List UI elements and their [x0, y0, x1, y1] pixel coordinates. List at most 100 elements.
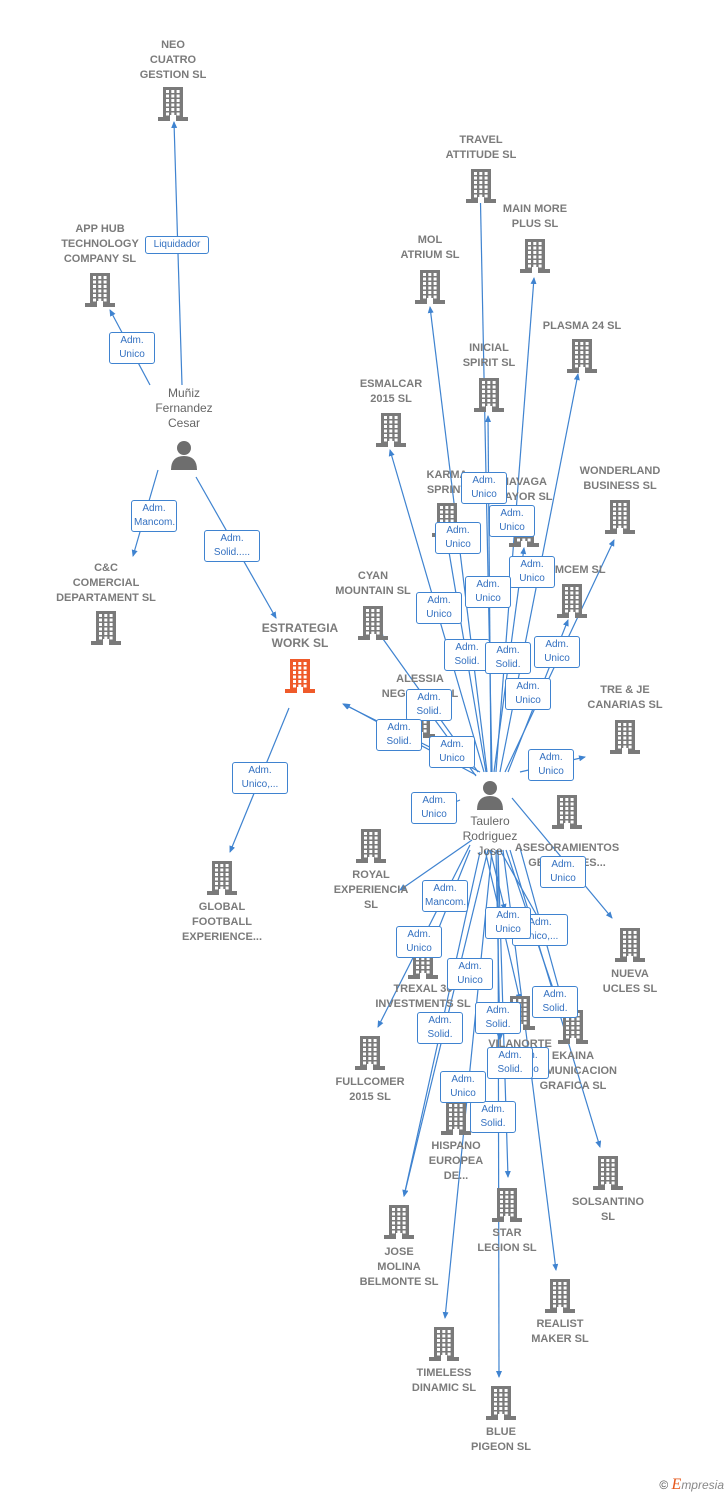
node-jose[interactable]: JOSE MOLINA BELMONTE SL: [334, 1205, 464, 1290]
node-global[interactable]: GLOBAL FOOTBALL EXPERIENCE...: [157, 861, 287, 945]
node-label: ESTRATEGIA WORK SL: [261, 621, 339, 650]
edge-role-label: Adm. Unico: [429, 736, 475, 768]
node-label: GLOBAL FOOTBALL EXPERIENCE...: [181, 900, 263, 943]
node-royal[interactable]: ROYAL EXPERIENCIA SL: [306, 829, 436, 913]
brand-name: mpresia: [681, 1478, 724, 1492]
building-icon: [424, 378, 554, 412]
building-icon: [565, 928, 695, 962]
edge-role-label: Adm. Unico: [540, 856, 586, 888]
node-label: TRE & JE CANARIAS SL: [587, 684, 663, 711]
node-label: NUEVA UCLES SL: [602, 968, 658, 995]
building-icon: [436, 1386, 566, 1420]
edge-role-label: Adm. Solid.: [444, 639, 490, 671]
node-label: TRAVEL ATTITUDE SL: [445, 134, 517, 161]
building-icon: [305, 1036, 435, 1070]
node-label: Taulero Rodriguez Jose: [462, 813, 518, 858]
node-label: ESMALCAR 2015 SL: [359, 378, 423, 405]
node-label: EKAINA COMUNICACION GRAFICA SL: [529, 1049, 617, 1092]
node-plasma[interactable]: PLASMA 24 SL: [517, 319, 647, 373]
node-trejecanarias[interactable]: TRE & JE CANARIAS SL: [560, 683, 690, 754]
node-esmalcar[interactable]: ESMALCAR 2015 SL: [326, 377, 456, 447]
edge-role-label: Adm. Unico: [416, 592, 462, 624]
node-travel[interactable]: TRAVEL ATTITUDE SL: [416, 133, 546, 203]
building-icon: [555, 500, 685, 534]
edge-taulero-22: [399, 839, 473, 891]
node-label: Muñiz Fernandez Cesar: [155, 385, 213, 430]
node-label: REALIST MAKER SL: [531, 1318, 589, 1345]
edge-role-label: Adm. Unico: [489, 505, 535, 537]
node-apphub[interactable]: APP HUB TECHNOLOGY COMPANY SL: [35, 222, 165, 307]
node-nueva[interactable]: NUEVA UCLES SL: [565, 928, 695, 997]
node-label: FULLCOMER 2015 SL: [335, 1076, 405, 1103]
building-icon: [502, 795, 632, 829]
person-icon: [425, 780, 555, 810]
edge-role-label: Adm. Unico,...: [232, 762, 288, 794]
node-label: KARMA SPRINT: [426, 469, 468, 496]
building-icon: [391, 1101, 521, 1135]
building-icon: [560, 720, 690, 754]
node-label: MOL ATRIUM SL: [400, 234, 460, 261]
node-ekaina[interactable]: EKAINA COMUNICACION GRAFICA SL: [508, 1010, 638, 1094]
edge-role-label: Adm. Solid.....: [204, 530, 260, 562]
building-icon: [517, 339, 647, 373]
node-label: MAIN MORE PLUS SL: [502, 203, 568, 230]
node-neo[interactable]: NEO CUATRO GESTION SL: [108, 38, 238, 121]
edge-role-label: Adm. Unico: [447, 958, 493, 990]
node-wonderland[interactable]: WONDERLAND BUSINESS SL: [555, 464, 685, 534]
building-icon: [35, 273, 165, 307]
edge-role-label: Adm. Unico: [411, 792, 457, 824]
edge-role-label: Adm. Solid.: [485, 642, 531, 674]
building-icon: [495, 1279, 625, 1313]
edge-role-label: Adm. Unico: [528, 749, 574, 781]
edge-role-label: Adm. Unico: [461, 472, 507, 504]
edge-role-label: Adm. Unico: [505, 678, 551, 710]
edge-role-label: Adm. Unico: [440, 1071, 486, 1103]
node-label: HISPANO EUROPEA DE...: [428, 1139, 484, 1182]
node-label: STAR LEGION SL: [477, 1227, 537, 1254]
node-label: APP HUB TECHNOLOGY COMPANY SL: [61, 222, 139, 265]
node-munez[interactable]: Muñiz Fernandez Cesar: [119, 385, 249, 470]
edge-role-label: Adm. Unico: [509, 556, 555, 588]
building-icon: [365, 270, 495, 304]
node-label: BLUE PIGEON SL: [471, 1426, 531, 1453]
node-hispano[interactable]: HISPANO EUROPEA DE...: [391, 1101, 521, 1184]
edge-role-label: Adm. Unico: [109, 332, 155, 364]
edge-role-label: Adm. Solid.: [376, 719, 422, 751]
building-icon: [508, 1010, 638, 1044]
node-fullcomer[interactable]: FULLCOMER 2015 SL: [305, 1036, 435, 1105]
node-blue[interactable]: BLUE PIGEON SL: [436, 1386, 566, 1455]
node-estrategia[interactable]: ESTRATEGIA WORK SL: [235, 621, 365, 693]
footer-brand: © Empresia: [659, 1476, 724, 1494]
edge-role-label: Adm. Solid.: [406, 689, 452, 721]
building-icon: [41, 611, 171, 645]
node-cyan[interactable]: CYAN MOUNTAIN SL: [308, 569, 438, 640]
edge-role-label: Adm. Unico: [465, 576, 511, 608]
building-icon: [543, 1156, 673, 1190]
node-label: C&C COMERCIAL DEPARTAMENT SL: [56, 561, 156, 604]
node-timeless[interactable]: TIMELESS DINAMIC SL: [379, 1327, 509, 1396]
edge-role-label: Adm. Unico: [485, 907, 531, 939]
node-taulero[interactable]: Taulero Rodriguez Jose: [425, 780, 555, 859]
node-inicial[interactable]: INICIAL SPIRIT SL: [424, 341, 554, 412]
node-realist[interactable]: REALIST MAKER SL: [495, 1279, 625, 1347]
building-icon: [442, 1188, 572, 1222]
building-icon: [416, 169, 546, 203]
node-solsantino[interactable]: SOLSANTINO SL: [543, 1156, 673, 1225]
building-icon: [108, 87, 238, 121]
node-label: NEO CUATRO GESTION SL: [139, 38, 207, 81]
building-icon: [507, 584, 637, 618]
edge-role-label: Adm. Unico: [396, 926, 442, 958]
node-star[interactable]: STAR LEGION SL: [442, 1188, 572, 1256]
edge-role-label: Adm. Solid.: [475, 1002, 521, 1034]
building-icon: [157, 861, 287, 895]
edge-role-label: Adm. Unico: [435, 522, 481, 554]
building-icon: [470, 239, 600, 273]
node-cc[interactable]: C&C COMERCIAL DEPARTAMENT SL: [41, 561, 171, 645]
edge-role-label: Adm. Solid.: [470, 1101, 516, 1133]
node-mol[interactable]: MOL ATRIUM SL: [365, 233, 495, 304]
node-mainmore[interactable]: MAIN MORE PLUS SL: [470, 202, 600, 273]
building-icon: [379, 1327, 509, 1361]
node-label: WONDERLAND BUSINESS SL: [579, 465, 661, 492]
building-icon: [334, 1205, 464, 1239]
